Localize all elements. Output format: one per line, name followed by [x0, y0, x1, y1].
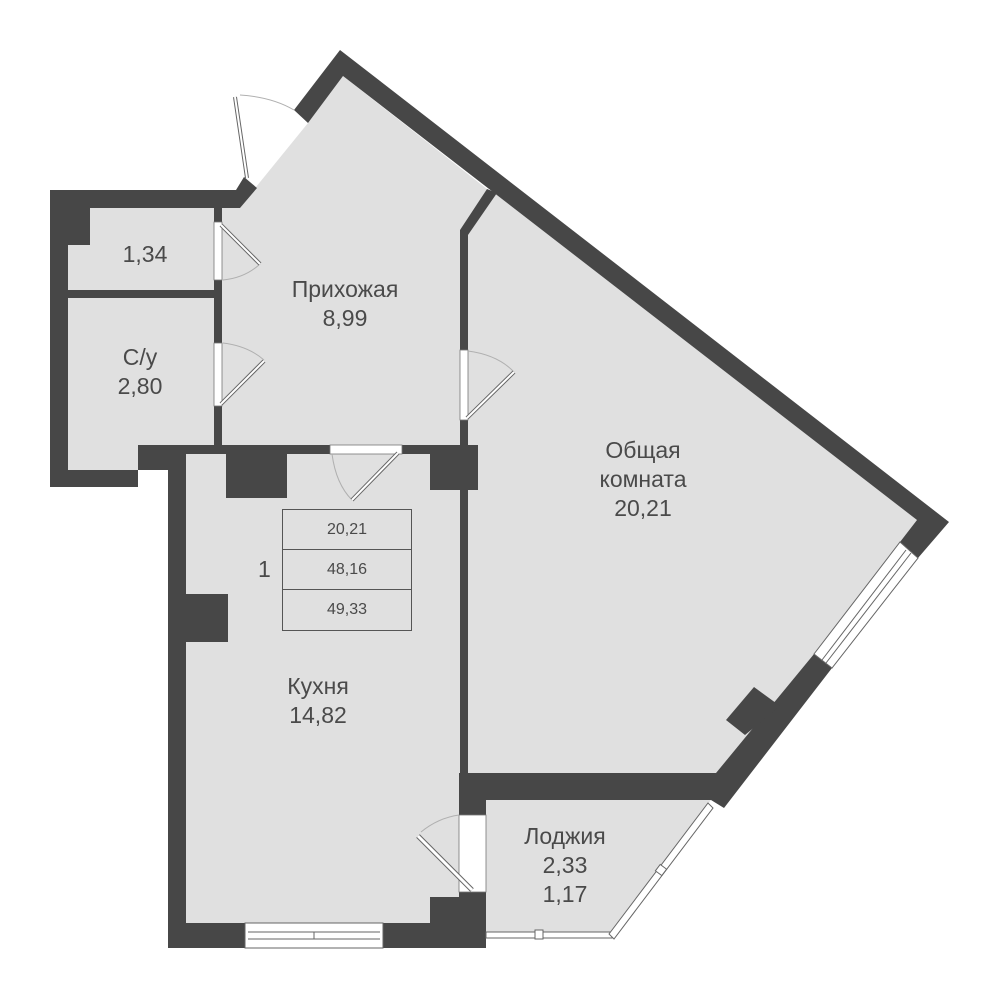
hallway-area: 8,99	[322, 305, 368, 331]
wc-area: 2,80	[117, 373, 163, 399]
wall-hall-living-diag	[460, 189, 497, 350]
wc-floor	[68, 298, 214, 470]
storage-label: 1,34	[123, 240, 168, 269]
door-loggia	[416, 814, 474, 892]
floor-areas	[68, 76, 917, 935]
kitchen-floor	[186, 454, 460, 923]
wall-storage-wc	[68, 290, 222, 298]
door-living	[465, 350, 516, 420]
wall-hall-left-b	[214, 406, 222, 454]
living-floor	[468, 193, 917, 773]
wall-hall-kitchen-right	[402, 445, 478, 490]
area-summary-table: 20,21 48,16 49,33	[282, 509, 412, 631]
wall-kitchen-bottom-left	[168, 923, 245, 948]
loggia-label: Лоджия 2,33 1,17	[524, 822, 606, 909]
kitchen-name: Кухня	[287, 673, 349, 699]
kitchen-area: 14,82	[289, 702, 347, 728]
hallway-floor	[222, 76, 487, 445]
kitchen-label: Кухня 14,82	[287, 672, 349, 730]
door-storage	[219, 223, 262, 281]
door-entrance	[233, 94, 295, 179]
door-kitchen	[331, 451, 400, 502]
storage-floor	[68, 208, 214, 290]
hallway-name: Прихожая	[291, 276, 399, 302]
living-name-1: Общая	[605, 437, 681, 463]
living-label: Общая комната 20,21	[600, 436, 687, 523]
wc-label: С/у 2,80	[118, 343, 163, 401]
total-area-value: 48,16	[283, 550, 411, 590]
loggia-area-reduced: 1,17	[542, 881, 588, 907]
loggia-area: 2,33	[542, 852, 588, 878]
wall-living-bottom	[459, 654, 832, 815]
walls	[50, 50, 949, 948]
pillar-kitchen-left	[168, 594, 228, 642]
loggia-floor	[486, 800, 711, 935]
storage-area: 1,34	[122, 241, 168, 267]
pillar-living-right	[726, 687, 780, 735]
wall-kitchen-left	[168, 470, 186, 948]
rooms-count: 1	[258, 556, 271, 582]
wall-left-wing	[50, 177, 257, 487]
windows	[244, 541, 919, 949]
living-name-2: комната	[599, 466, 687, 492]
living-area: 20,21	[614, 495, 672, 521]
wall-kitchen-corner	[430, 892, 486, 948]
window-loggia-bottom	[485, 931, 613, 939]
doors	[219, 94, 516, 892]
total-area-with-loggia-value: 49,33	[326, 601, 368, 618]
wc-name: С/у	[122, 344, 158, 370]
door-wc	[219, 342, 266, 406]
loggia-name: Лоджия	[524, 823, 606, 849]
hallway-label: Прихожая 8,99	[292, 275, 399, 333]
wall-living-left	[460, 420, 468, 815]
living-area-value: 20,21	[283, 510, 411, 550]
wall-hall-left-a	[214, 280, 222, 343]
